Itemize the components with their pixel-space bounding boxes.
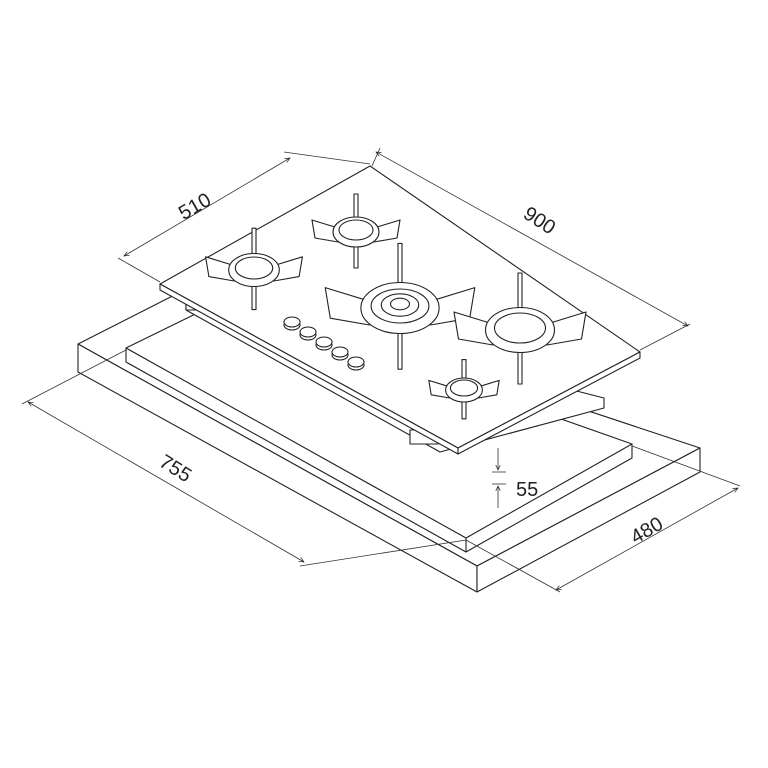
dimension-label-900: 900 <box>519 203 559 240</box>
knob-top <box>331 346 349 358</box>
glass-side-edge <box>457 351 641 455</box>
cutout-inner-wall-right <box>465 443 633 553</box>
burner-cap <box>234 256 274 280</box>
burner-front-right <box>428 359 500 420</box>
dimension-line <box>556 488 738 590</box>
burner-cap <box>493 312 547 344</box>
burner-center-cap <box>389 297 411 311</box>
control-knob <box>299 326 317 341</box>
control-knob <box>315 336 333 351</box>
control-knob <box>347 356 365 371</box>
knob-top <box>283 316 301 328</box>
extension-line <box>371 147 381 167</box>
dimension-line <box>376 152 688 326</box>
extension-line <box>465 539 561 593</box>
dimension-label-55: 55 <box>516 479 538 501</box>
extension-line <box>639 323 691 351</box>
extension-line <box>117 257 161 283</box>
pan-support-prong <box>517 272 523 310</box>
pan-support-prong <box>251 227 257 256</box>
extension-line <box>21 349 127 405</box>
control-knob <box>283 316 301 331</box>
dimension-line <box>28 402 304 562</box>
burner-cap <box>449 379 479 397</box>
pan-support-prong <box>397 242 403 285</box>
burner-cap <box>338 219 374 241</box>
dimension-label-510: 510 <box>175 189 215 225</box>
pan-support-prong <box>461 359 467 380</box>
knob-top <box>347 356 365 368</box>
extension-line <box>631 445 741 487</box>
knob-top <box>299 326 317 338</box>
dimension-label-480: 480 <box>627 513 667 549</box>
dimension-55: 55 <box>492 448 538 508</box>
extension-line <box>283 151 371 165</box>
control-knobs <box>283 316 365 371</box>
extension-line <box>299 539 467 567</box>
knob-top <box>315 336 333 348</box>
pan-support-prong <box>353 193 359 219</box>
dimension-label-755: 755 <box>155 451 195 487</box>
control-knob <box>331 346 349 361</box>
dimension-line <box>124 158 290 256</box>
